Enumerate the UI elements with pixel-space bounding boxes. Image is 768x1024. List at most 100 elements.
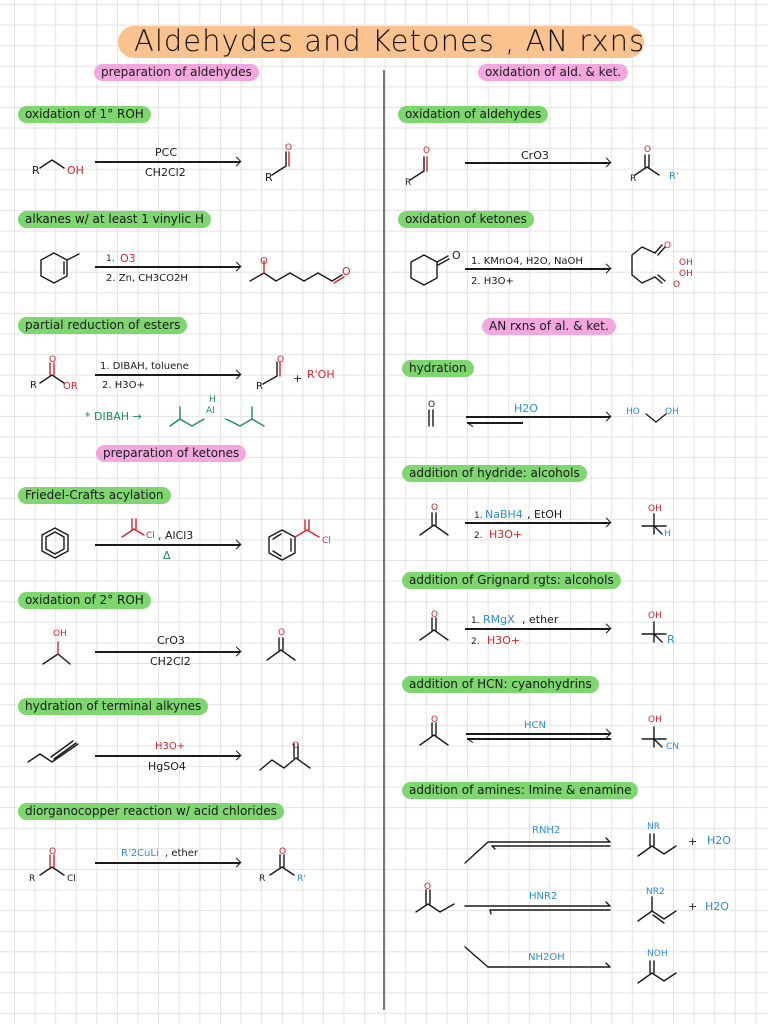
h-label: H xyxy=(209,395,216,405)
reagent-h2o: H2O xyxy=(514,402,538,415)
oh-label: OH xyxy=(648,504,662,514)
reaction-arrow xyxy=(95,862,240,864)
reagent-ether: , ether xyxy=(522,613,559,626)
2-pentanone-structure xyxy=(259,743,311,771)
gem-diol-structure xyxy=(645,413,667,423)
cyclohexanone-structure xyxy=(410,254,450,286)
aldehyde-structure xyxy=(271,151,290,176)
reagent-rnh2: RNH2 xyxy=(532,825,561,836)
ho-label: HO xyxy=(626,407,640,417)
methylcyclohexene-structure xyxy=(40,252,80,284)
adipic-acid-structure xyxy=(631,244,666,284)
o-label: O xyxy=(285,143,293,153)
butanone-structure xyxy=(415,889,455,913)
reagent-r2culi: R'2CuLi xyxy=(121,848,159,859)
o-label: O xyxy=(342,265,351,278)
imine-structure xyxy=(637,833,677,857)
r-label: R xyxy=(667,633,675,646)
reagent-kmno4: 1. KMnO4, H2O, NaOH xyxy=(471,256,583,267)
o-label: O xyxy=(278,628,286,638)
heading-diorganocopper: diorganocopper reaction w/ acid chloride… xyxy=(18,803,284,820)
oh-label: OH xyxy=(648,715,662,725)
heading-oxidation-1-roh: oxidation of 1° ROH xyxy=(18,106,151,123)
dibah-note: * DIBAH → xyxy=(85,410,142,423)
r-prime-label: R' xyxy=(297,874,306,884)
equilibrium-arrow-forward xyxy=(466,416,610,418)
alcohol-product-structure xyxy=(641,513,667,535)
reagent-dibah-toluene: 1. DIBAH, toluene xyxy=(100,361,189,372)
heading-addition-amines: addition of amines: Imine & enamine xyxy=(402,782,639,799)
heading-hydration: hydration xyxy=(402,360,474,377)
primary-alcohol-structure xyxy=(39,159,65,169)
reagent-alcl3: , AlCl3 xyxy=(158,529,194,542)
o-label: O xyxy=(423,146,431,156)
reagent-nh2oh: NH2OH xyxy=(528,952,565,963)
reaction-arrow xyxy=(95,161,240,163)
o-label: O xyxy=(260,256,268,267)
reagent-ether: , ether xyxy=(165,848,199,859)
section-oxidation-ald-ket: oxidation of ald. & ket. xyxy=(478,64,629,81)
dibah-structure xyxy=(169,406,265,427)
r-label: R xyxy=(265,171,273,184)
reagent-rmgx: RMgX xyxy=(483,613,515,626)
carboxylic-product-structure xyxy=(634,154,660,176)
section-preparation-of-aldehydes: preparation of aldehydes xyxy=(94,64,259,81)
r-label: R xyxy=(405,178,412,188)
aldehyde-structure xyxy=(409,156,428,181)
o-label: O xyxy=(431,610,439,620)
r-label: R xyxy=(256,381,263,392)
reagent-nabh4: NaBH4 xyxy=(485,508,523,521)
acylbenzene-structure xyxy=(268,519,320,561)
acetone-structure xyxy=(419,512,449,536)
title-highlight xyxy=(118,26,644,58)
heading-oxidation-ketones: oxidation of ketones xyxy=(398,211,534,228)
oh-label: OH xyxy=(679,269,693,279)
reagent-pcc: PCC xyxy=(155,146,177,159)
heat-symbol: Δ xyxy=(163,549,171,562)
formaldehyde-double-bond xyxy=(428,409,434,427)
heading-oxidation-2-roh: oxidation of 2° ROH xyxy=(18,592,151,609)
noh-label: NOH xyxy=(647,949,668,959)
acid-chloride-structure xyxy=(39,854,65,876)
r-label: R xyxy=(30,380,37,391)
aldehyde-structure xyxy=(262,361,281,385)
benzene-structure xyxy=(41,527,69,559)
heading-partial-reduction-esters: partial reduction of esters xyxy=(18,317,188,334)
reagent-cro3: CrO3 xyxy=(521,149,549,162)
o-label: O xyxy=(428,400,436,410)
byproduct-roh: R'OH xyxy=(307,368,335,381)
nr2-label: NR2 xyxy=(646,887,665,897)
branch-arrows xyxy=(464,837,611,968)
cl-label: Cl xyxy=(67,874,76,884)
o-label: O xyxy=(644,145,652,155)
acetyl-chloride-structure xyxy=(121,518,145,538)
keto-aldehyde-structure xyxy=(249,260,345,284)
oh-label: OH xyxy=(53,629,67,639)
o-label: O xyxy=(673,280,681,290)
column-divider xyxy=(383,70,385,1010)
isopropanol-structure xyxy=(42,641,71,665)
heading-alkenes-vinylic-h: alkanes w/ at least 1 vinylic H xyxy=(18,211,211,228)
reagent-hcn: HCN xyxy=(524,720,546,731)
reagent-o3: O3 xyxy=(120,252,136,265)
byproduct-h2o: H2O xyxy=(705,900,729,913)
reagent-h3o: H3O+ xyxy=(155,741,186,752)
reaction-arrow xyxy=(465,628,610,630)
cl-label: Cl xyxy=(322,536,331,546)
plus-sign: + xyxy=(293,372,303,385)
reagent-cro3: CrO3 xyxy=(157,634,185,647)
reaction-arrow xyxy=(95,374,240,376)
o-label: O xyxy=(279,847,287,857)
heading-oxidation-aldehydes: oxidation of aldehydes xyxy=(398,106,549,123)
r-prime-label: R' xyxy=(669,171,679,182)
reagent-h3o: H3O+ xyxy=(487,634,521,647)
acetone-structure xyxy=(266,637,296,661)
reagent-hnr2: HNR2 xyxy=(529,891,558,902)
equilibrium-arrow-back xyxy=(467,738,611,740)
acetone-structure xyxy=(419,722,449,746)
heading-addition-grignard: addition of Grignard rgts: alcohols xyxy=(402,572,621,589)
heading-hydration-terminal-alkynes: hydration of terminal alkynes xyxy=(18,698,209,715)
nr-label: NR xyxy=(647,822,660,832)
cl-label: Cl xyxy=(146,531,155,541)
cn-label: CN xyxy=(666,742,680,752)
